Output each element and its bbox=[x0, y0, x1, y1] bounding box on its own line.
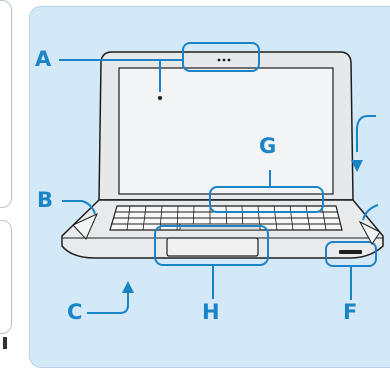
status-light-icon bbox=[339, 250, 362, 254]
webcam-icon bbox=[217, 58, 231, 62]
touchpad-icon bbox=[166, 237, 259, 257]
callout-label-c: C bbox=[67, 300, 83, 324]
callout-label-h: H bbox=[202, 300, 220, 324]
callout-box-h bbox=[154, 225, 269, 266]
callout-box-a bbox=[182, 42, 260, 72]
edge-mark bbox=[3, 337, 7, 349]
hinge-wedge-right bbox=[358, 220, 381, 245]
screen-dot bbox=[158, 96, 162, 100]
screen-icon bbox=[118, 67, 334, 195]
callout-label-f: F bbox=[343, 300, 358, 324]
laptop-illustration bbox=[59, 42, 384, 314]
callout-label-a: A bbox=[35, 47, 52, 71]
callout-arrow-icon bbox=[59, 59, 379, 314]
hinge-wedge-left bbox=[72, 212, 98, 240]
arrowheads bbox=[122, 160, 363, 293]
callout-label-g: G bbox=[259, 134, 277, 158]
callout-label-b: B bbox=[37, 188, 54, 212]
callout-box-g bbox=[209, 186, 324, 213]
